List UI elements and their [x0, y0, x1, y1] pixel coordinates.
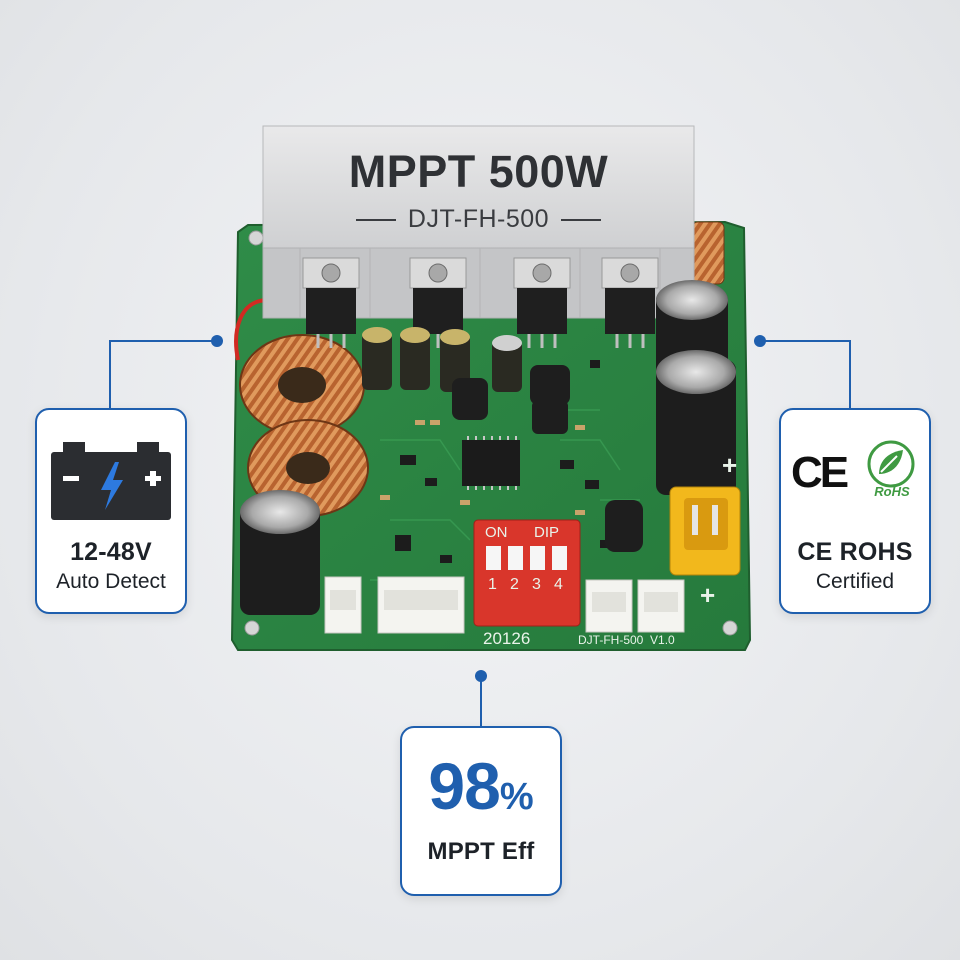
battery-callout: 12-48V Auto Detect — [35, 408, 187, 614]
connector-2pin-left — [324, 576, 362, 634]
dip-on-label: ON — [485, 524, 508, 541]
connector-right — [760, 340, 851, 408]
heatsink-title: MPPT 500W — [348, 146, 609, 197]
large-capacitor-left — [240, 490, 320, 615]
efficiency-callout: 98% MPPT Eff — [400, 726, 562, 896]
dip-number-3: 3 — [532, 576, 541, 593]
heatsink-model: DJT-FH-500 — [263, 205, 694, 234]
cert-subtitle: Certified — [815, 570, 895, 593]
terminal-plus-lower: + — [700, 580, 716, 610]
board-model: DJT-FH-500 V1.0 — [578, 633, 675, 647]
connector-dot-left — [211, 335, 223, 347]
output-terminal — [669, 486, 741, 576]
connector-dot-bottom — [475, 670, 487, 682]
connector-2pin-mid — [585, 579, 633, 633]
heatsink-model-text: DJT-FH-500 — [407, 205, 550, 233]
dip-number-1: 1 — [488, 576, 497, 593]
inductor-small-1 — [452, 378, 488, 420]
battery-voltage: 12-48V — [70, 538, 152, 566]
connector-2pin-right — [637, 579, 685, 633]
rohs-icon — [867, 440, 915, 488]
inductor-right — [691, 221, 725, 285]
controller-chip — [462, 436, 520, 490]
dip-label: DIP — [534, 524, 560, 541]
efficiency-label: MPPT Eff — [427, 838, 535, 865]
efficiency-unit: % — [499, 776, 534, 818]
battery-icon — [51, 442, 171, 520]
terminal-plus-upper: + — [722, 450, 738, 480]
inductor-small-3 — [532, 400, 568, 434]
efficiency-number: 98 — [428, 749, 500, 823]
cert-title: CE ROHS — [797, 538, 913, 566]
inductor-small-4 — [605, 500, 643, 552]
mosfet-row — [302, 257, 659, 348]
rohs-mark: RoHS — [874, 484, 910, 499]
dip-number-4: 4 — [554, 576, 563, 593]
connector-4pin — [377, 576, 465, 634]
dip-number-2: 2 — [510, 576, 519, 593]
inductor-small-2 — [530, 365, 570, 405]
small-capacitors — [362, 327, 522, 392]
connector-dot-right — [754, 335, 766, 347]
board-code: 20126 — [483, 629, 531, 648]
efficiency-value: 98% — [402, 750, 560, 841]
connector-left — [109, 340, 217, 408]
certification-callout: CE RoHS CE ROHS Certified — [779, 408, 931, 614]
battery-detect: Auto Detect — [56, 570, 166, 593]
large-capacitor-right-2 — [656, 350, 736, 495]
ce-mark: CE — [791, 448, 849, 497]
dip-switch — [473, 519, 581, 627]
